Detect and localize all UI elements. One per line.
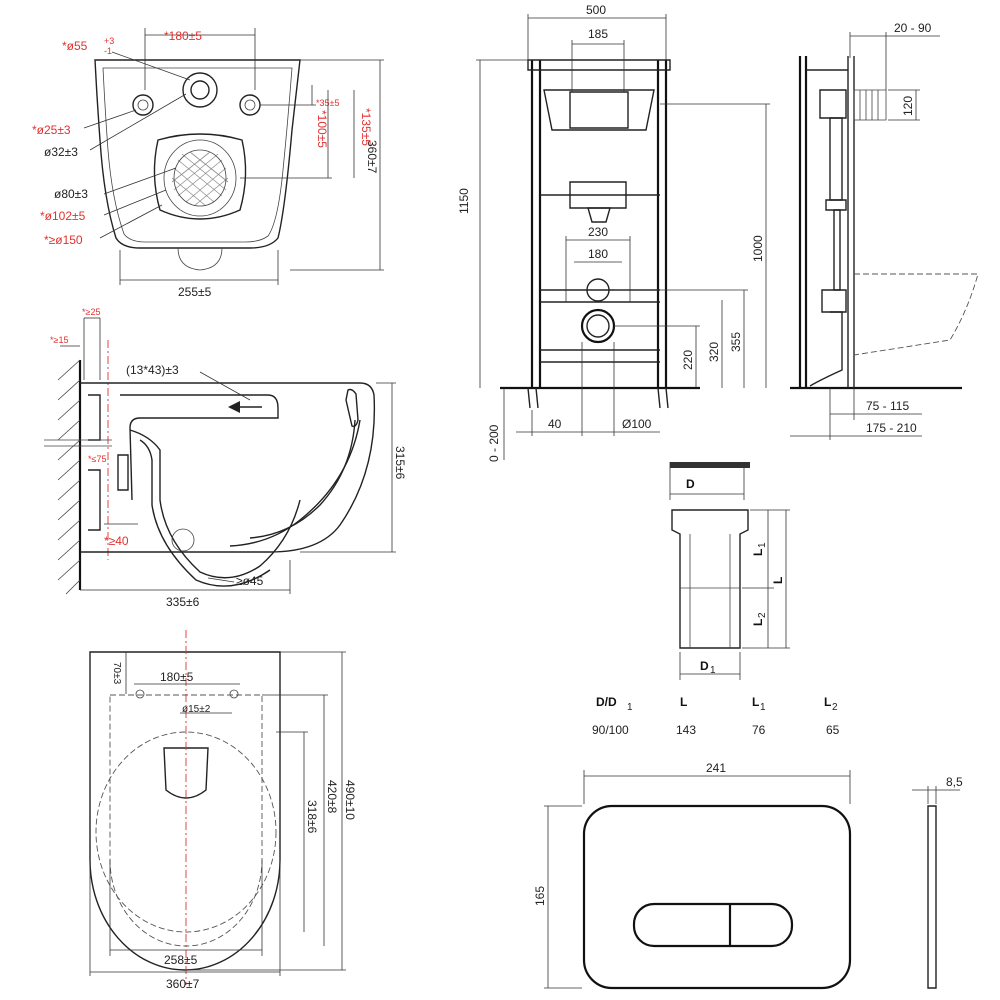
frame-w180: 180 xyxy=(588,247,608,261)
table-header-l: L xyxy=(680,695,687,709)
frame-dim-0-200: 0 - 200 xyxy=(487,424,501,462)
d80-label: ø80±3 xyxy=(54,187,88,201)
table-header-d-sub: 1 xyxy=(627,702,633,713)
frame-w185: 185 xyxy=(588,27,608,41)
d55-tol-up: +3 xyxy=(104,36,114,46)
frame-dim-40: 40 xyxy=(548,417,562,431)
plan-view: 180±5 70±3 ø15±2 490±10 420±8 318±6 258±… xyxy=(89,630,357,991)
adapter-d-label: D xyxy=(686,477,695,491)
plan-dim-70: 70±3 xyxy=(111,662,122,685)
frame-w230: 230 xyxy=(588,225,608,239)
side-dim-20-90: 20 - 90 xyxy=(894,21,932,35)
table-cell: 65 xyxy=(826,723,840,737)
side-view: *≥25 *≥15 (13*43)±3 *≤75 *≥40 ≥ø45 335±6… xyxy=(44,307,407,609)
bolt-label: (13*43)±3 xyxy=(126,363,179,377)
plan-dim-318: 318±6 xyxy=(305,800,319,834)
adapter-l2-label: L xyxy=(751,619,765,626)
side-dim-175-210: 175 - 210 xyxy=(866,421,917,435)
dim-135: *135±5 xyxy=(359,108,373,146)
table-cell: 76 xyxy=(752,723,766,737)
d150-label: *≥ø150 xyxy=(44,233,83,247)
table-header-l1: L xyxy=(752,695,759,709)
plan-dim-490: 490±10 xyxy=(343,780,357,820)
frame-w500: 500 xyxy=(586,3,606,17)
frame-h320: 320 xyxy=(707,342,721,362)
top-view: *180±5 *ø55 +3 -1 360±7 *35±5 *100±5 *13… xyxy=(32,28,384,299)
plan-dim-258: 258±5 xyxy=(164,953,198,967)
ge25-label: *≥25 xyxy=(82,307,100,317)
ge15-label: *≥15 xyxy=(50,335,68,345)
plan-dim-180: 180±5 xyxy=(160,670,194,684)
d55-tol-down: -1 xyxy=(104,46,112,56)
table-header-d: D/D xyxy=(596,695,617,709)
plate-height: 165 xyxy=(533,886,547,906)
dim-100: *100±5 xyxy=(315,110,329,148)
dim-255: 255±5 xyxy=(178,285,212,299)
flush-plate: 241 165 8,5 xyxy=(533,761,963,990)
frame-front-view: 500 185 1150 1000 230 180 355 320 220 0 … xyxy=(457,3,770,462)
frame-h1150: 1150 xyxy=(457,188,471,214)
table-header-l2: L xyxy=(824,695,831,709)
frame-h1000: 1000 xyxy=(751,235,765,262)
plan-dim-360: 360±7 xyxy=(166,977,200,991)
dim-315: 315±6 xyxy=(393,446,407,480)
adapter-l1-label: L xyxy=(751,549,765,556)
top-dim-180: *180±5 xyxy=(164,29,202,43)
d55-label: *ø55 xyxy=(62,39,88,53)
d25-label: *ø25±3 xyxy=(32,123,71,137)
table-header-l1-sub: 1 xyxy=(760,702,766,713)
le75-label: *≤75 xyxy=(88,454,106,464)
frame-d100: Ø100 xyxy=(622,417,652,431)
adapter-d1-sub: 1 xyxy=(710,665,716,676)
d32-label: ø32±3 xyxy=(44,145,78,159)
flush-button-frame[interactable] xyxy=(632,902,794,948)
frame-h220: 220 xyxy=(681,350,695,370)
table-cell: 143 xyxy=(676,723,696,737)
adapter-d1-label: D xyxy=(700,659,709,673)
dim-360: 360±7 xyxy=(365,140,379,174)
adapter-l1-sub: 1 xyxy=(757,542,768,548)
plate-width: 241 xyxy=(706,761,726,775)
side-dim-120: 120 xyxy=(901,96,915,116)
adapter-l2-sub: 2 xyxy=(757,612,768,618)
ge45-label: ≥ø45 xyxy=(236,574,264,588)
d102-label: *ø102±5 xyxy=(40,209,86,223)
dim-335: 335±6 xyxy=(166,595,200,609)
frame-side-view: 20 - 90 120 75 - 115 175 - 210 xyxy=(790,21,979,440)
frame-h355: 355 xyxy=(729,332,743,352)
drain-adapter: D D 1 L 1 L 2 L xyxy=(669,462,790,680)
plate-thickness: 8,5 xyxy=(946,775,963,789)
adapter-l-label: L xyxy=(771,577,785,584)
plan-dim-420: 420±8 xyxy=(325,780,339,814)
table-header-l2-sub: 2 xyxy=(832,702,838,713)
table-cell: 90/100 xyxy=(592,723,629,737)
side-dim-75-115: 75 - 115 xyxy=(866,399,909,413)
adapter-table: D/D 1 L L 1 L 2 90/100 143 76 65 xyxy=(592,695,840,737)
ge40-label: *≥40 xyxy=(104,534,129,548)
plan-d15: ø15±2 xyxy=(182,704,211,715)
